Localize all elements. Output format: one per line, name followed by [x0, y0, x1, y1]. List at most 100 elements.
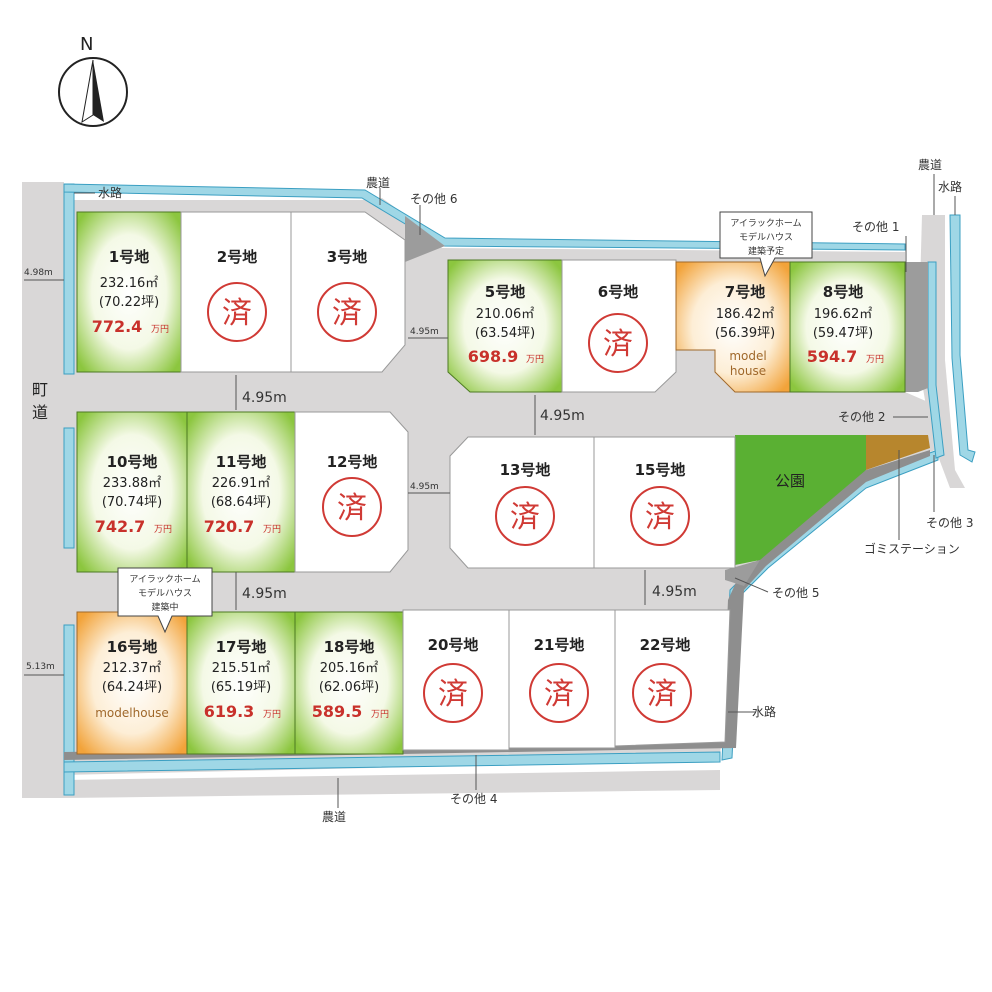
canal-right-top	[949, 214, 976, 463]
plot-21[interactable]	[508, 609, 616, 749]
annotations: 水路 農道 その他 6 農道 水路 その他 1 その他 2 その他 3 ゴミステ…	[74, 158, 973, 824]
plot-16[interactable]	[76, 611, 188, 755]
road-width-label: 4.95m	[242, 586, 287, 602]
sold-mark: 済	[510, 500, 540, 535]
sold-mark: 済	[438, 677, 468, 712]
plot-22-title: 22号地	[640, 636, 691, 654]
price-unit: 万円	[263, 709, 281, 720]
plot-8[interactable]	[789, 261, 906, 393]
other-1-label: その他 1	[852, 220, 899, 234]
plot-22[interactable]	[614, 609, 731, 747]
road-width-label: 4.95m	[242, 390, 287, 406]
callout-7: アイラックホーム モデルハウス 建築予定	[719, 211, 813, 278]
plot-1-area: 232.16㎡	[100, 276, 159, 291]
garbage-station	[866, 435, 930, 470]
park	[735, 435, 866, 565]
sold-stamp-15: 済	[630, 486, 690, 546]
plot-16-title: 16号地	[107, 638, 158, 656]
callout-7-line-2: モデルハウス	[739, 231, 793, 243]
plot-11[interactable]	[186, 411, 296, 573]
plot-15-title: 15号地	[635, 461, 686, 479]
plot-18[interactable]	[294, 611, 404, 755]
plot-5-tsubo: (63.54坪)	[475, 326, 535, 341]
plot-7-tsubo: (56.39坪)	[715, 326, 775, 341]
plot-20[interactable]	[402, 609, 510, 751]
plot-5[interactable]	[447, 259, 563, 393]
sold-mark: 済	[603, 327, 633, 362]
plot-1[interactable]	[76, 211, 182, 373]
plot-labels: 1号地 232.16㎡ (70.22坪) 772.4 万円 2号地 3号地 5号…	[92, 248, 884, 721]
plot-10-area: 233.88㎡	[103, 476, 162, 491]
plot-17-title: 17号地	[216, 638, 267, 656]
town-road-label-2: 道	[32, 403, 48, 422]
sold-stamp-20: 済	[423, 663, 483, 723]
road-width-label: 4.95m	[410, 482, 439, 492]
sold-stamps: 済 済 済 済 済 済 済 済	[207, 282, 692, 723]
other-6-label: その他 6	[410, 192, 457, 206]
sold-mark: 済	[332, 296, 362, 331]
plot-12-title: 12号地	[327, 453, 378, 471]
canal-top	[63, 183, 906, 251]
plot-18-area: 205.16㎡	[320, 661, 379, 676]
plot-1-price: 772.4	[92, 317, 143, 336]
garbage-label: ゴミステーション	[864, 541, 960, 556]
callout-16-line-2: モデルハウス	[138, 587, 192, 599]
plot-8-area: 196.62㎡	[814, 307, 873, 322]
canal-label: 水路	[938, 179, 962, 194]
compass-north-icon: N	[58, 34, 128, 127]
plot-7-area: 186.42㎡	[716, 307, 775, 322]
callout-7-line-1: アイラックホーム	[730, 218, 801, 229]
road-width-label: 4.95m	[652, 584, 697, 600]
plot-17-price: 619.3	[204, 702, 255, 721]
plot-5-area: 210.06㎡	[476, 307, 535, 322]
plot-2[interactable]	[180, 211, 292, 373]
other-1-strip	[905, 262, 928, 392]
sold-stamp-2: 済	[207, 282, 267, 342]
plot-8-price: 594.7	[807, 347, 858, 366]
plot-6-title: 6号地	[598, 283, 638, 301]
plot-17-area: 215.51㎡	[212, 661, 271, 676]
plot-12[interactable]	[294, 411, 409, 573]
plot-6[interactable]	[561, 259, 677, 393]
bottom-farm-road	[64, 770, 720, 798]
price-unit: 万円	[151, 324, 169, 335]
price-unit: 万円	[866, 354, 884, 365]
other-strips	[64, 216, 930, 760]
sold-stamp-6: 済	[588, 313, 648, 373]
plot-11-title: 11号地	[216, 453, 267, 471]
canal-left-mid	[63, 427, 75, 549]
other-2-label: その他 2	[838, 410, 885, 424]
canal-left-bottom	[63, 624, 75, 796]
sold-mark: 済	[647, 677, 677, 712]
plot-15[interactable]	[593, 436, 736, 569]
plot-10-tsubo: (70.74坪)	[102, 495, 162, 510]
farm-road-label: 農道	[366, 176, 390, 190]
plot-18-title: 18号地	[324, 638, 375, 656]
plot-13-title: 13号地	[500, 461, 551, 479]
plot-5-title: 5号地	[485, 283, 525, 301]
price-unit: 万円	[154, 524, 172, 535]
plot-20-title: 20号地	[428, 636, 479, 654]
compass-letter: N	[80, 34, 93, 55]
plot-1-tsubo: (70.22坪)	[99, 295, 159, 310]
park-label: 公園	[775, 472, 805, 490]
plots	[76, 211, 906, 755]
plot-5-price: 698.9	[468, 347, 519, 366]
plot-11-price: 720.7	[204, 517, 255, 536]
plot-3[interactable]	[290, 211, 406, 373]
plot-11-area: 226.91㎡	[212, 476, 271, 491]
plot-10[interactable]	[76, 411, 188, 573]
sold-stamp-22: 済	[632, 663, 692, 723]
price-unit: 万円	[371, 709, 389, 720]
plot-17[interactable]	[186, 611, 296, 755]
plot-1-title: 1号地	[109, 248, 149, 266]
plot-2-title: 2号地	[217, 248, 257, 266]
road-labels: 4.95m 4.95m 4.95m 4.95m 4.95m 4.95m 4.98…	[24, 268, 697, 676]
town-road-label-1: 町	[32, 380, 48, 399]
callout-7-line-3: 建築予定	[748, 245, 784, 257]
other-4-label: その他 4	[450, 792, 497, 806]
road-width-label: 4.95m	[540, 408, 585, 424]
price-unit: 万円	[263, 524, 281, 535]
plot-7-title: 7号地	[725, 283, 765, 301]
